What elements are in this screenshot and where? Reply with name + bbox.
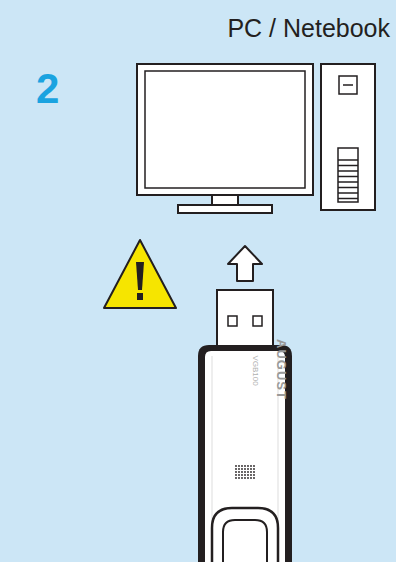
grille-dot [235,477,237,479]
warning-mark [136,262,144,290]
grille-dot [238,465,240,467]
grille-dot [250,465,252,467]
dongle-face [205,351,285,562]
drive-slot [343,84,353,86]
monitor-neck [212,195,238,205]
grille-dot [235,465,237,467]
grille-dot [253,474,255,476]
drive-bay [339,76,357,94]
vent-line [338,192,358,194]
grille-dot [241,465,243,467]
usb-hole [253,316,262,326]
strap-loop-inner [223,520,267,562]
vent-line [338,176,358,178]
heading: PC / Netebook [227,14,390,43]
vent-line [338,170,358,172]
vent-line [338,187,358,189]
grille-dot [238,468,240,470]
grille-dot [247,477,249,479]
speaker-grille [235,465,255,479]
usb-hole [228,316,237,326]
grille-dot [247,471,249,473]
strap-loop [212,508,278,562]
grille-dot [241,474,243,476]
grille-dot [247,474,249,476]
grille-dot [250,474,252,476]
grille-dot [250,468,252,470]
monitor-screen [145,71,305,188]
grille-dot [241,468,243,470]
grille-dot [250,471,252,473]
vent-line [338,165,358,167]
grille-dot [247,468,249,470]
monitor-base [178,205,272,213]
step-number: 2 [36,68,59,110]
vent-line [338,159,358,161]
vent-lines [338,160,358,199]
grille-dot [253,468,255,470]
vent-line [338,198,358,200]
warning-dot [137,293,143,300]
grille-dot [250,477,252,479]
grille-dot [253,465,255,467]
grille-dot [238,471,240,473]
warning-triangle [104,240,176,308]
pc-tower [321,64,375,210]
grille-dot [244,477,246,479]
grille-dot [244,471,246,473]
grille-dot [241,477,243,479]
grille-dot [235,474,237,476]
grille-dot [235,468,237,470]
grille-dot [238,477,240,479]
grille-dot [244,468,246,470]
vent-panel [338,148,358,202]
grille-dot [253,471,255,473]
grille-dot [241,471,243,473]
grille-dot [253,477,255,479]
grille-dot [238,474,240,476]
grille-dot [244,474,246,476]
usb-plug [217,290,273,347]
model-number: VGB100 [250,355,259,385]
grille-dot [244,465,246,467]
grille-dot [247,465,249,467]
vent-line [338,181,358,183]
insert-arrow [228,246,262,281]
brand-name: AUGUST [273,339,288,400]
monitor-frame [137,64,313,195]
grille-dot [235,471,237,473]
